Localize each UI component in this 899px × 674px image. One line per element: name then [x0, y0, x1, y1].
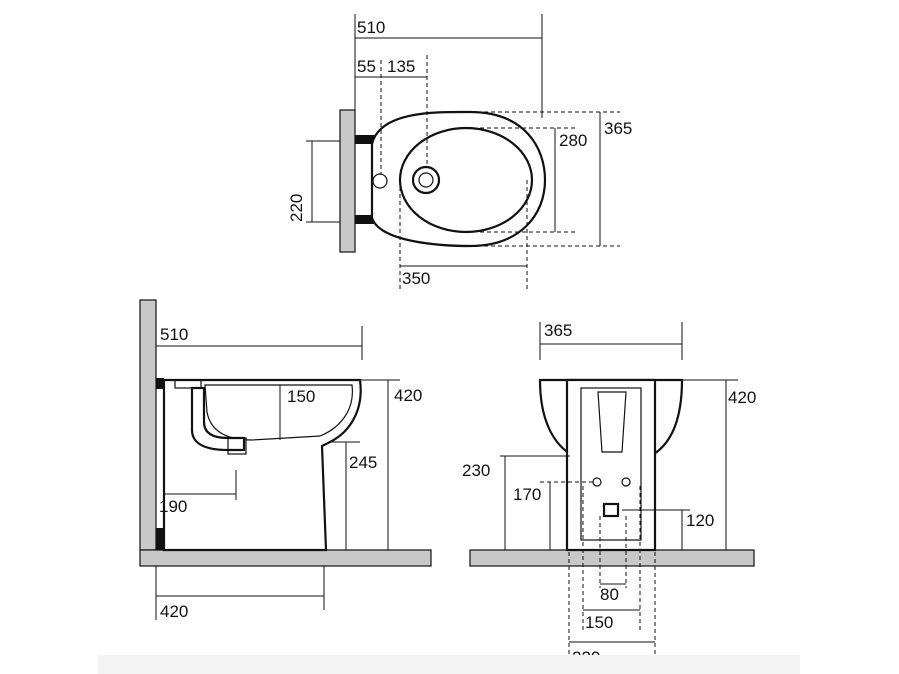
front-dim-420: 420: [728, 388, 756, 407]
front-dim-365: 365: [544, 321, 572, 340]
top-view-bracket-upper: [355, 135, 383, 144]
top-dim-220: 220: [287, 194, 306, 222]
top-view-tap-hole: [372, 173, 388, 189]
front-dim-80: 80: [600, 585, 619, 604]
top-dim-280: 280: [559, 131, 587, 150]
side-dim-190: 190: [159, 497, 187, 516]
top-dim-135: 135: [387, 57, 415, 76]
side-dim-420: 420: [394, 386, 422, 405]
side-view-outlet: [227, 437, 247, 455]
front-dim-170: 170: [513, 485, 541, 504]
side-dim-150: 150: [287, 387, 315, 406]
side-view-bowl: [204, 384, 353, 441]
front-view-floor: [469, 549, 755, 567]
side-view-fixing-bottom: [156, 528, 164, 550]
side-view-fixing-top: [156, 378, 164, 389]
top-dim-55: 55: [357, 57, 376, 76]
top-dim-510: 510: [357, 18, 385, 37]
front-view-pedestal: [565, 378, 657, 552]
front-view-waste: [602, 502, 620, 518]
front-dim-230: 230: [462, 461, 490, 480]
front-dim-120: 120: [686, 511, 714, 530]
footer-strip: [98, 655, 800, 674]
side-view-floor: [139, 549, 432, 567]
front-view: 365 420 230 170 120 80 150 220: [462, 321, 756, 667]
top-view-drain-outer: [411, 165, 441, 195]
top-view-bracket-lower: [355, 215, 383, 224]
front-view-inlet-pipe: [597, 391, 627, 453]
top-view-drain-inner: [418, 172, 434, 188]
top-dim-350: 350: [402, 269, 430, 288]
top-view-wall: [339, 109, 356, 253]
side-view: 510 150 420 245 190 420: [139, 299, 432, 621]
side-dim-420-floor: 420: [160, 602, 188, 621]
front-view-cavity: [580, 387, 642, 541]
side-view-wall: [139, 299, 157, 551]
side-dim-245: 245: [349, 453, 377, 472]
front-dim-150: 150: [585, 613, 613, 632]
top-view: 510 55 135 280 365 220 350: [287, 14, 632, 290]
front-view-valve-right: [621, 477, 631, 487]
top-dim-365: 365: [604, 119, 632, 138]
side-view-bidet-outline: [162, 378, 362, 552]
side-dim-510: 510: [160, 325, 188, 344]
side-view-inlet: [174, 379, 202, 389]
